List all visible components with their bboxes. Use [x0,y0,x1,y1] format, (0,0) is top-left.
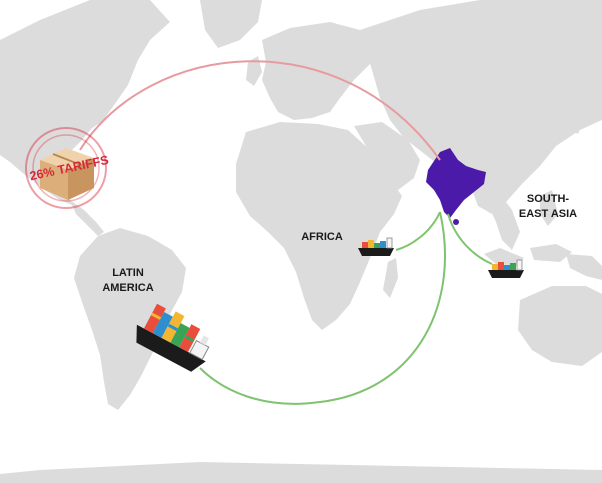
indonesia-east [530,244,572,262]
label-south-east-asia-line1: SOUTH- [527,193,570,205]
south-east-asia [486,194,520,250]
label-latin-america-line1: LATIN [112,267,144,279]
route-to-latin-america [199,211,446,405]
route-to-africa [395,211,441,251]
indonesia-west [484,248,524,266]
label-south-east-asia-line2: EAST ASIA [519,208,577,220]
label-latin-america-line2: AMERICA [102,282,153,294]
india [426,148,486,218]
central-america [70,200,104,236]
asia [360,0,602,214]
antarctica [0,462,602,483]
madagascar [383,258,398,298]
africa [236,122,402,330]
middle-east [354,122,420,190]
label-africa: AFRICA [301,231,343,243]
south-america [74,228,186,410]
cargo-ship-icon [358,237,394,256]
cardboard-box-icon [40,148,94,200]
cargo-ship-icon [488,259,524,278]
philippines [540,190,558,226]
greenland [200,0,262,48]
north-america [0,0,170,205]
new-guinea [566,254,602,280]
route-to-us [79,60,441,161]
australia [518,286,602,366]
sri-lanka [453,219,459,225]
cargo-ship-icon [136,303,210,372]
japan [568,92,586,134]
british-isles [246,56,262,86]
route-to-south-east-asia [447,213,493,265]
